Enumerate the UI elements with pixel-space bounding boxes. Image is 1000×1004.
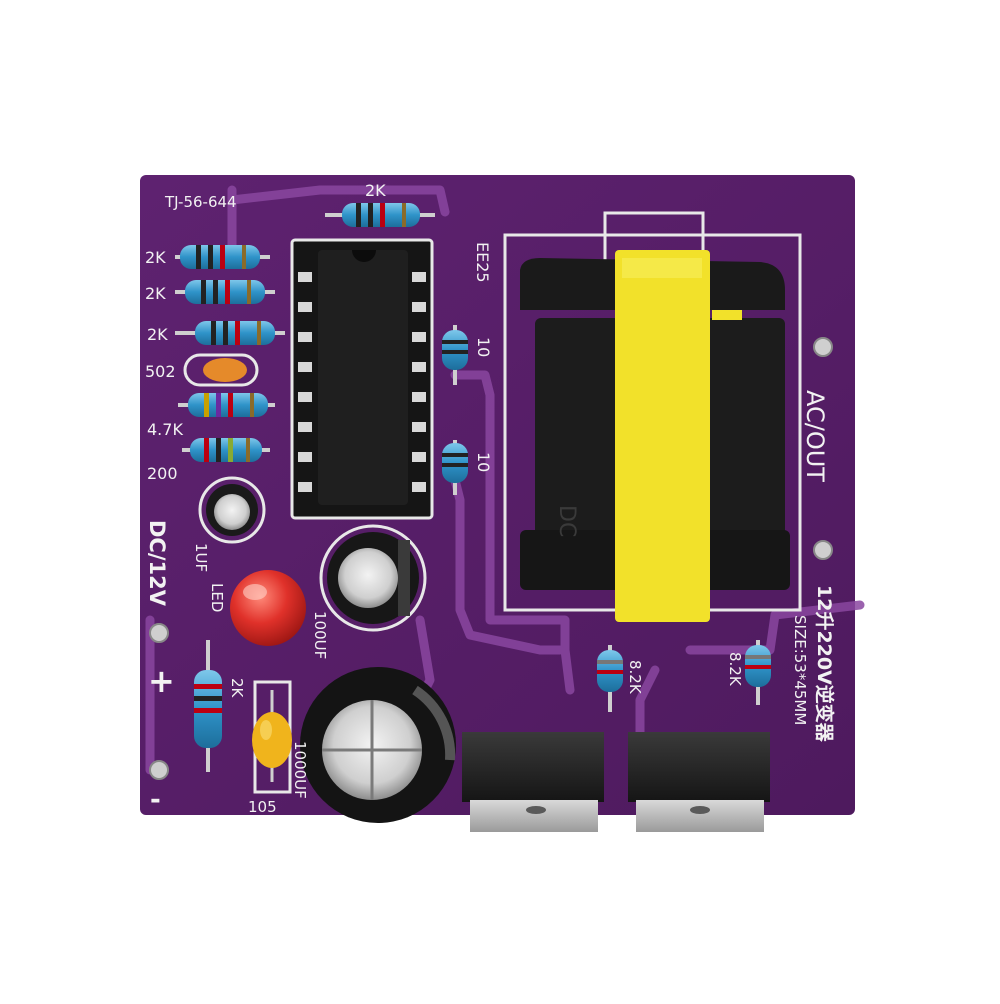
- label-r-left-3: 2K: [147, 325, 168, 344]
- resistor-82k-a: [597, 645, 623, 712]
- led-red: [230, 570, 306, 646]
- resistor-left-2k-3: [175, 321, 285, 345]
- capacitor-1000uf: [300, 667, 456, 823]
- resistor-82k-b: [745, 640, 771, 705]
- label-cap-100uf: 100UF: [311, 611, 329, 659]
- label-inverter-title: 12升220V逆变器: [813, 585, 836, 743]
- label-r-10-b: 10: [474, 452, 493, 472]
- label-cap-1uf: 1UF: [192, 543, 210, 572]
- resistor-left-2k-2: [175, 280, 275, 304]
- label-r-82k-a: 8.2K: [626, 660, 644, 695]
- label-r-10-a: 10: [474, 337, 493, 357]
- board-model-label: TJ-56-644: [164, 193, 237, 211]
- label-r-200: 200: [147, 464, 178, 483]
- label-r-top: 2K: [365, 181, 386, 200]
- label-plus: +: [148, 662, 175, 700]
- copper-traces: [145, 185, 865, 775]
- label-r-82k-b: 8.2K: [726, 652, 744, 687]
- transformer-core-marking: DC: [554, 505, 579, 537]
- ic-chip: [290, 238, 434, 520]
- label-board-size: SIZE:53*45MM: [791, 615, 809, 725]
- mounting-holes: [149, 337, 833, 780]
- label-cap-1000uf: 1000UF: [291, 741, 309, 799]
- label-r-2k-bottom: 2K: [228, 678, 246, 699]
- label-r-47k: 4.7K: [147, 420, 183, 439]
- label-transformer: EE25: [473, 242, 492, 283]
- label-ac-out: AC/OUT: [801, 390, 829, 482]
- resistor-bottom-2k: [194, 640, 222, 772]
- resistor-10-b: [442, 440, 468, 495]
- mosfet-left: [462, 732, 604, 832]
- capacitor-100uf: [319, 524, 427, 632]
- label-r-left-1: 2K: [145, 248, 166, 267]
- mosfet-right: [628, 732, 770, 832]
- label-dc-input: DC/12V: [145, 520, 169, 607]
- capacitor-1uf: [198, 476, 266, 544]
- trimmer-502: [183, 353, 259, 387]
- resistors: [175, 203, 771, 772]
- resistor-10-a: [442, 325, 468, 385]
- resistor-47k: [178, 393, 275, 417]
- resistor-200: [182, 438, 270, 462]
- resistor-top-2k: [325, 203, 435, 227]
- label-cap-105: 105: [248, 798, 277, 816]
- label-led: LED: [208, 583, 226, 612]
- capacitor-105: [252, 680, 292, 794]
- resistor-left-2k-1: [175, 245, 270, 269]
- label-r-left-2: 2K: [145, 284, 166, 303]
- transformer-ee25: DC: [520, 250, 790, 622]
- label-pot: 502: [145, 362, 176, 381]
- label-minus: -: [150, 785, 161, 815]
